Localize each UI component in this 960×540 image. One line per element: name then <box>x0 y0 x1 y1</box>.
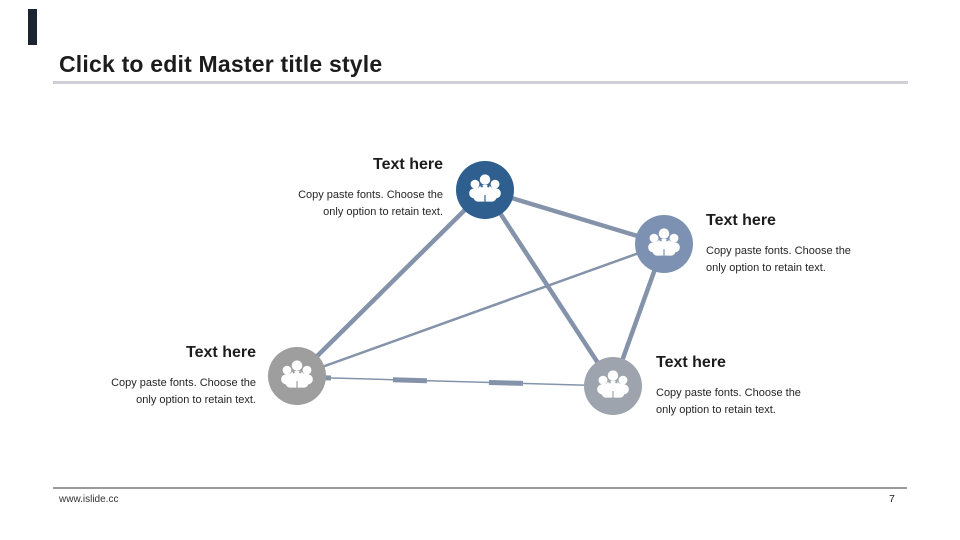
title-divider <box>53 81 908 84</box>
text-block-top[interactable]: Text here Copy paste fonts. Choose the o… <box>223 155 443 221</box>
text-block-left-line2: only option to retain text. <box>136 394 256 406</box>
people-group-icon <box>465 170 505 210</box>
page-number: 7 <box>889 493 895 505</box>
text-block-top-title: Text here <box>373 156 443 173</box>
people-group-icon <box>644 224 684 264</box>
people-group-icon <box>277 356 317 396</box>
edge-right-left <box>296 242 665 378</box>
text-block-top-line2: only option to retain text. <box>323 206 443 218</box>
footer-divider <box>53 487 907 489</box>
edge-left-bottom-thin <box>296 376 614 387</box>
edge-top-left <box>295 188 487 378</box>
accent-bar <box>28 9 37 45</box>
edge-top-bottom <box>483 188 615 388</box>
text-block-right-line1: Copy paste fonts. Choose the <box>706 245 851 257</box>
text-block-right-line2: only option to retain text. <box>706 262 826 274</box>
node-right[interactable] <box>635 215 693 273</box>
text-block-bottom-line2: only option to retain text. <box>656 404 776 416</box>
text-block-left-title: Text here <box>186 344 256 361</box>
text-block-bottom-title: Text here <box>656 354 726 371</box>
people-group-icon <box>593 366 633 406</box>
node-left[interactable] <box>268 347 326 405</box>
text-block-right[interactable]: Text here Copy paste fonts. Choose the o… <box>706 211 906 277</box>
text-block-bottom-line1: Copy paste fonts. Choose the <box>656 387 801 399</box>
text-block-right-title: Text here <box>706 212 776 229</box>
text-block-top-line1: Copy paste fonts. Choose the <box>298 189 443 201</box>
node-top[interactable] <box>456 161 514 219</box>
footer-website: www.islide.cc <box>59 494 119 505</box>
text-block-left-line1: Copy paste fonts. Choose the <box>111 377 256 389</box>
text-block-left[interactable]: Text here Copy paste fonts. Choose the o… <box>36 343 256 409</box>
page-title[interactable]: Click to edit Master title style <box>59 51 383 77</box>
edge-top-right <box>484 187 665 247</box>
node-bottom[interactable] <box>584 357 642 415</box>
text-block-bottom[interactable]: Text here Copy paste fonts. Choose the o… <box>656 353 856 419</box>
